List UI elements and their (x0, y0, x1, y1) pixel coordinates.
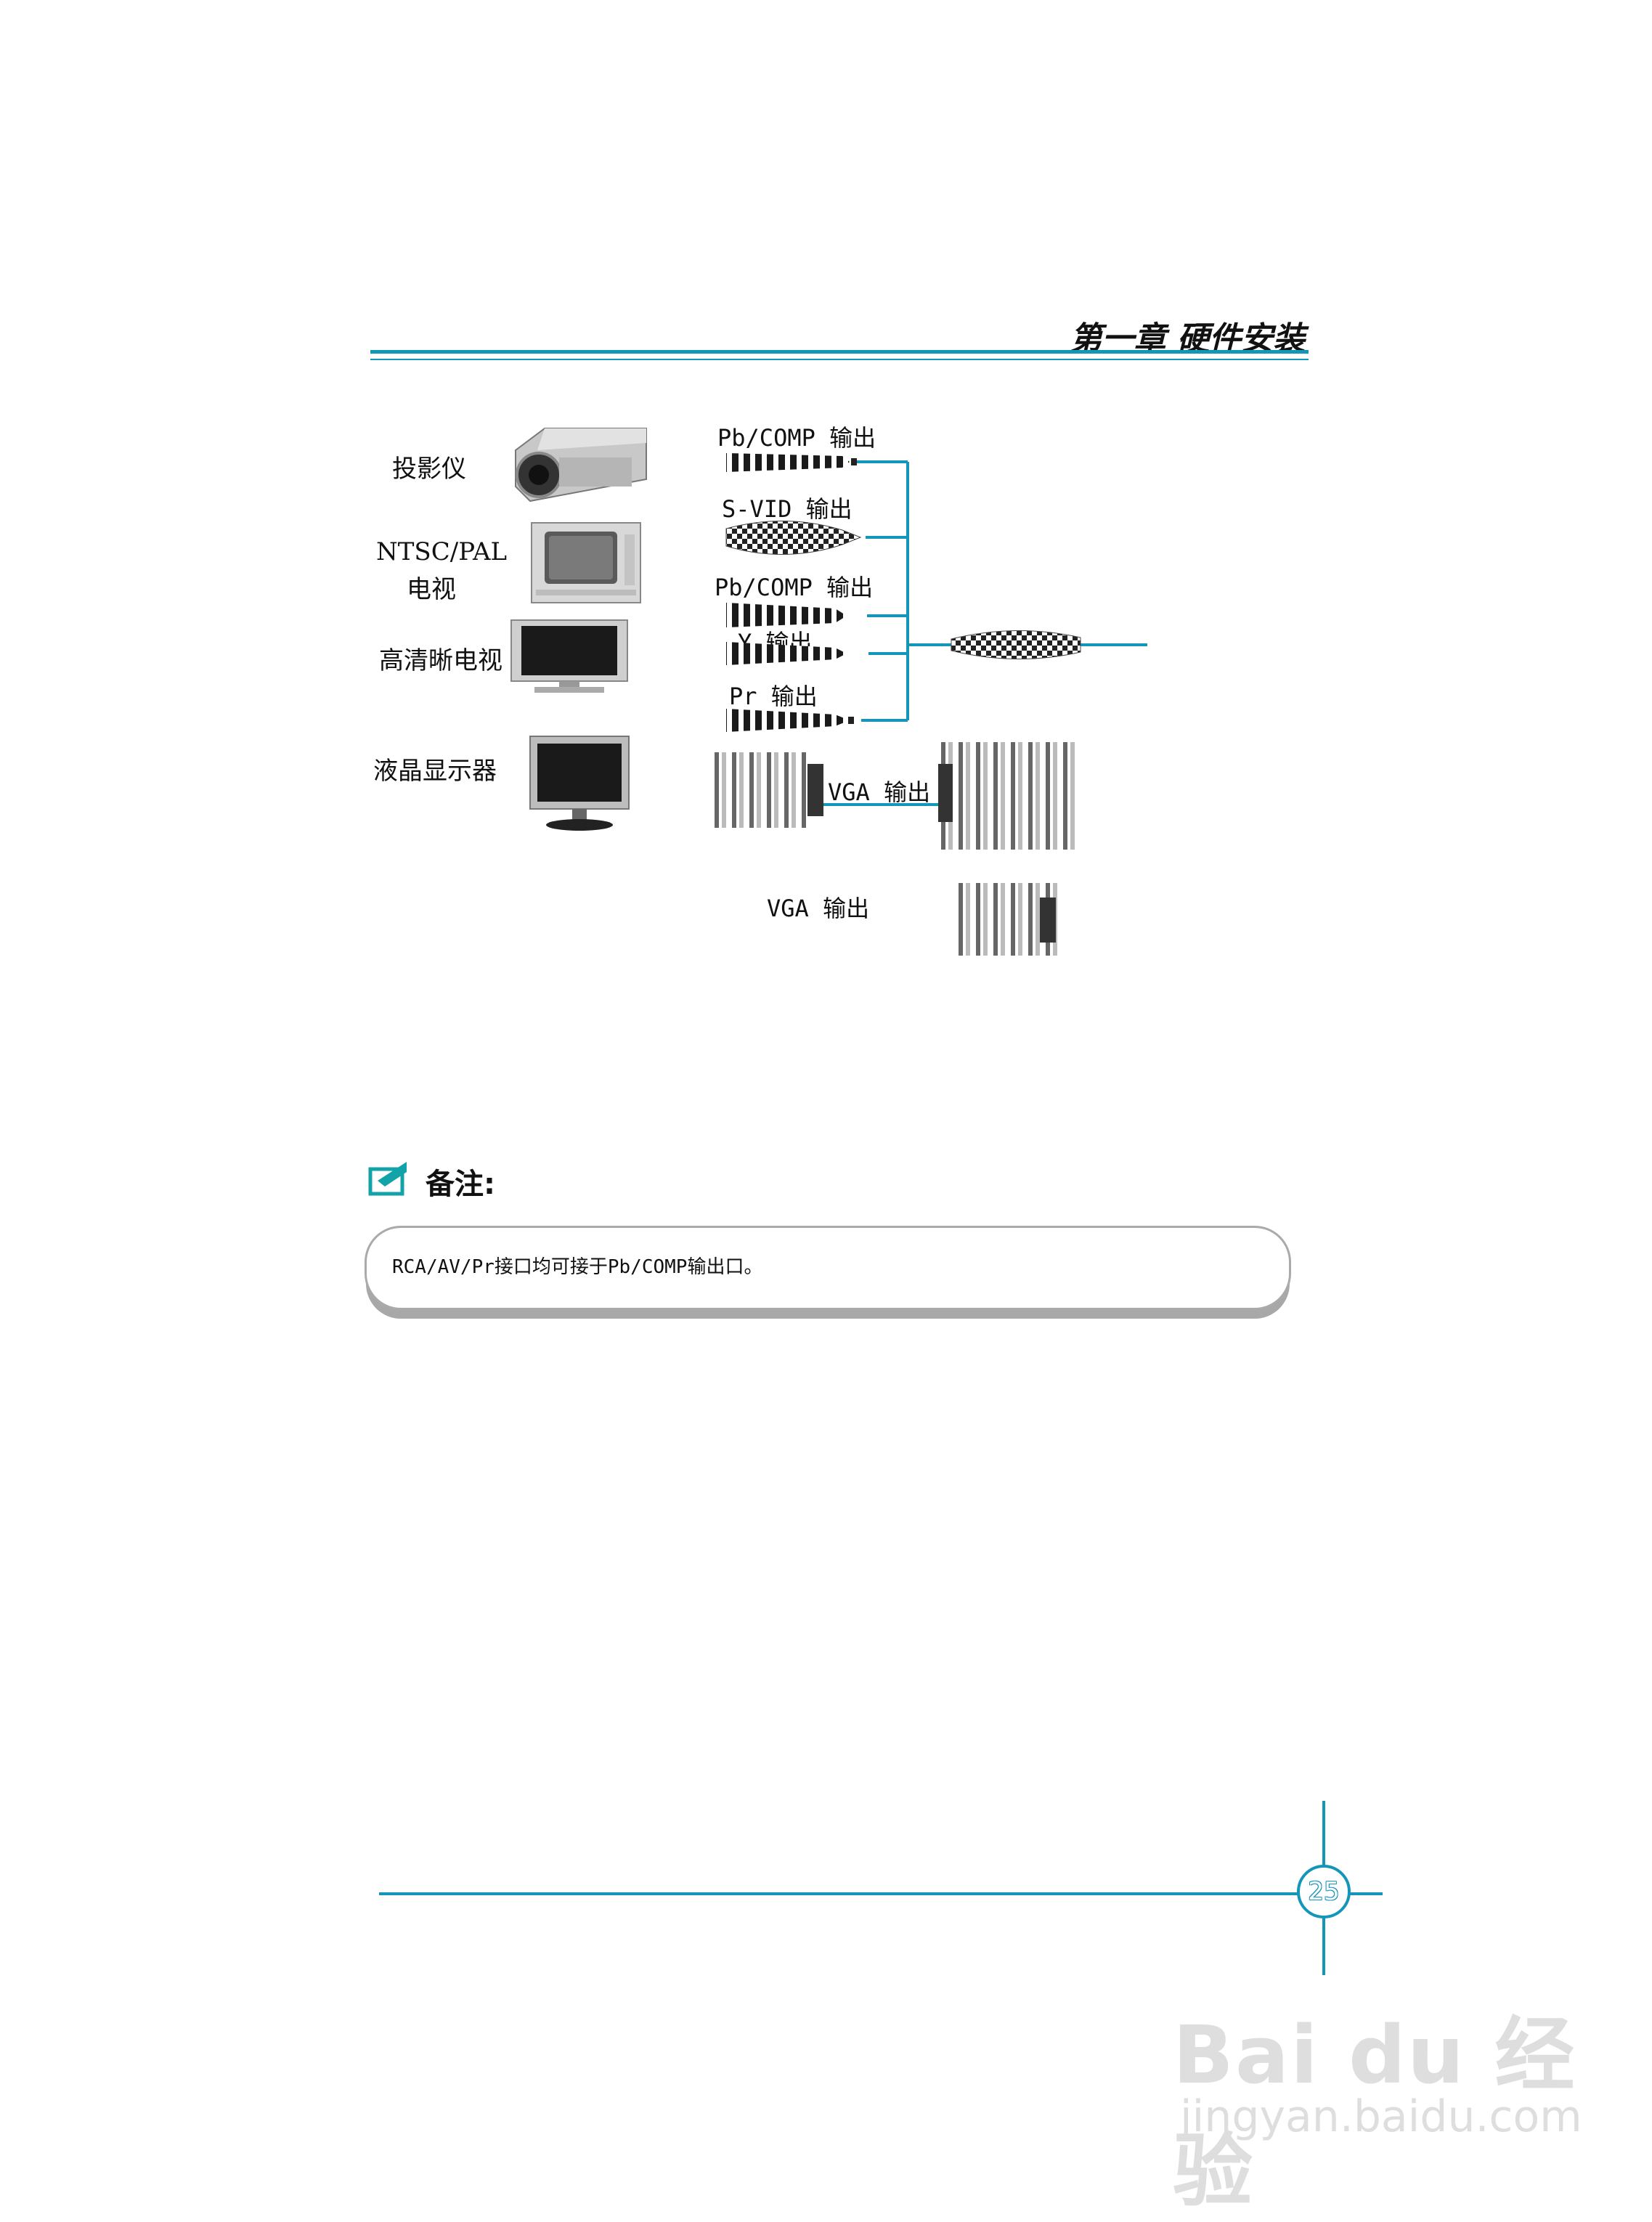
port-label-s-vid: S-VID 输出 (722, 495, 853, 523)
port-label-vga-2: VGA 输出 (767, 895, 870, 922)
port-label-pb-comp-1: Pb/COMP 输出 (717, 424, 876, 452)
note-title: 备注: (426, 1168, 495, 1201)
crt-tv-image (531, 522, 641, 603)
page-number: 25 (1297, 1865, 1351, 1918)
tv-label-line2: 电视 (407, 575, 456, 604)
hdtv-image (510, 619, 628, 693)
note-icon (368, 1162, 407, 1196)
port-label-vga-1: VGA 输出 (828, 778, 931, 806)
note-box (365, 1226, 1291, 1310)
port-label-pr: Pr 输出 (729, 683, 818, 710)
port-label-pb-comp-2: Pb/COMP 输出 (715, 574, 874, 601)
note-text: RCA/AV/Pr接口均可接于Pb/COMP输出口。 (392, 1256, 763, 1278)
tv-label-line1: NTSC/PAL (376, 537, 508, 566)
connection-diagram (709, 453, 1147, 956)
baidu-watermark-url: jingyan.baidu.com (1180, 2091, 1582, 2142)
hdtv-label: 高清晰电视 (379, 646, 502, 675)
projector-image (515, 428, 647, 502)
header-rule (370, 350, 1309, 354)
header-rule-thin (370, 359, 1309, 360)
lcd-monitor-image (529, 736, 630, 831)
lcd-label: 液晶显示器 (373, 757, 497, 786)
projector-label: 投影仪 (392, 455, 466, 484)
footer-rule (379, 1892, 1383, 1895)
